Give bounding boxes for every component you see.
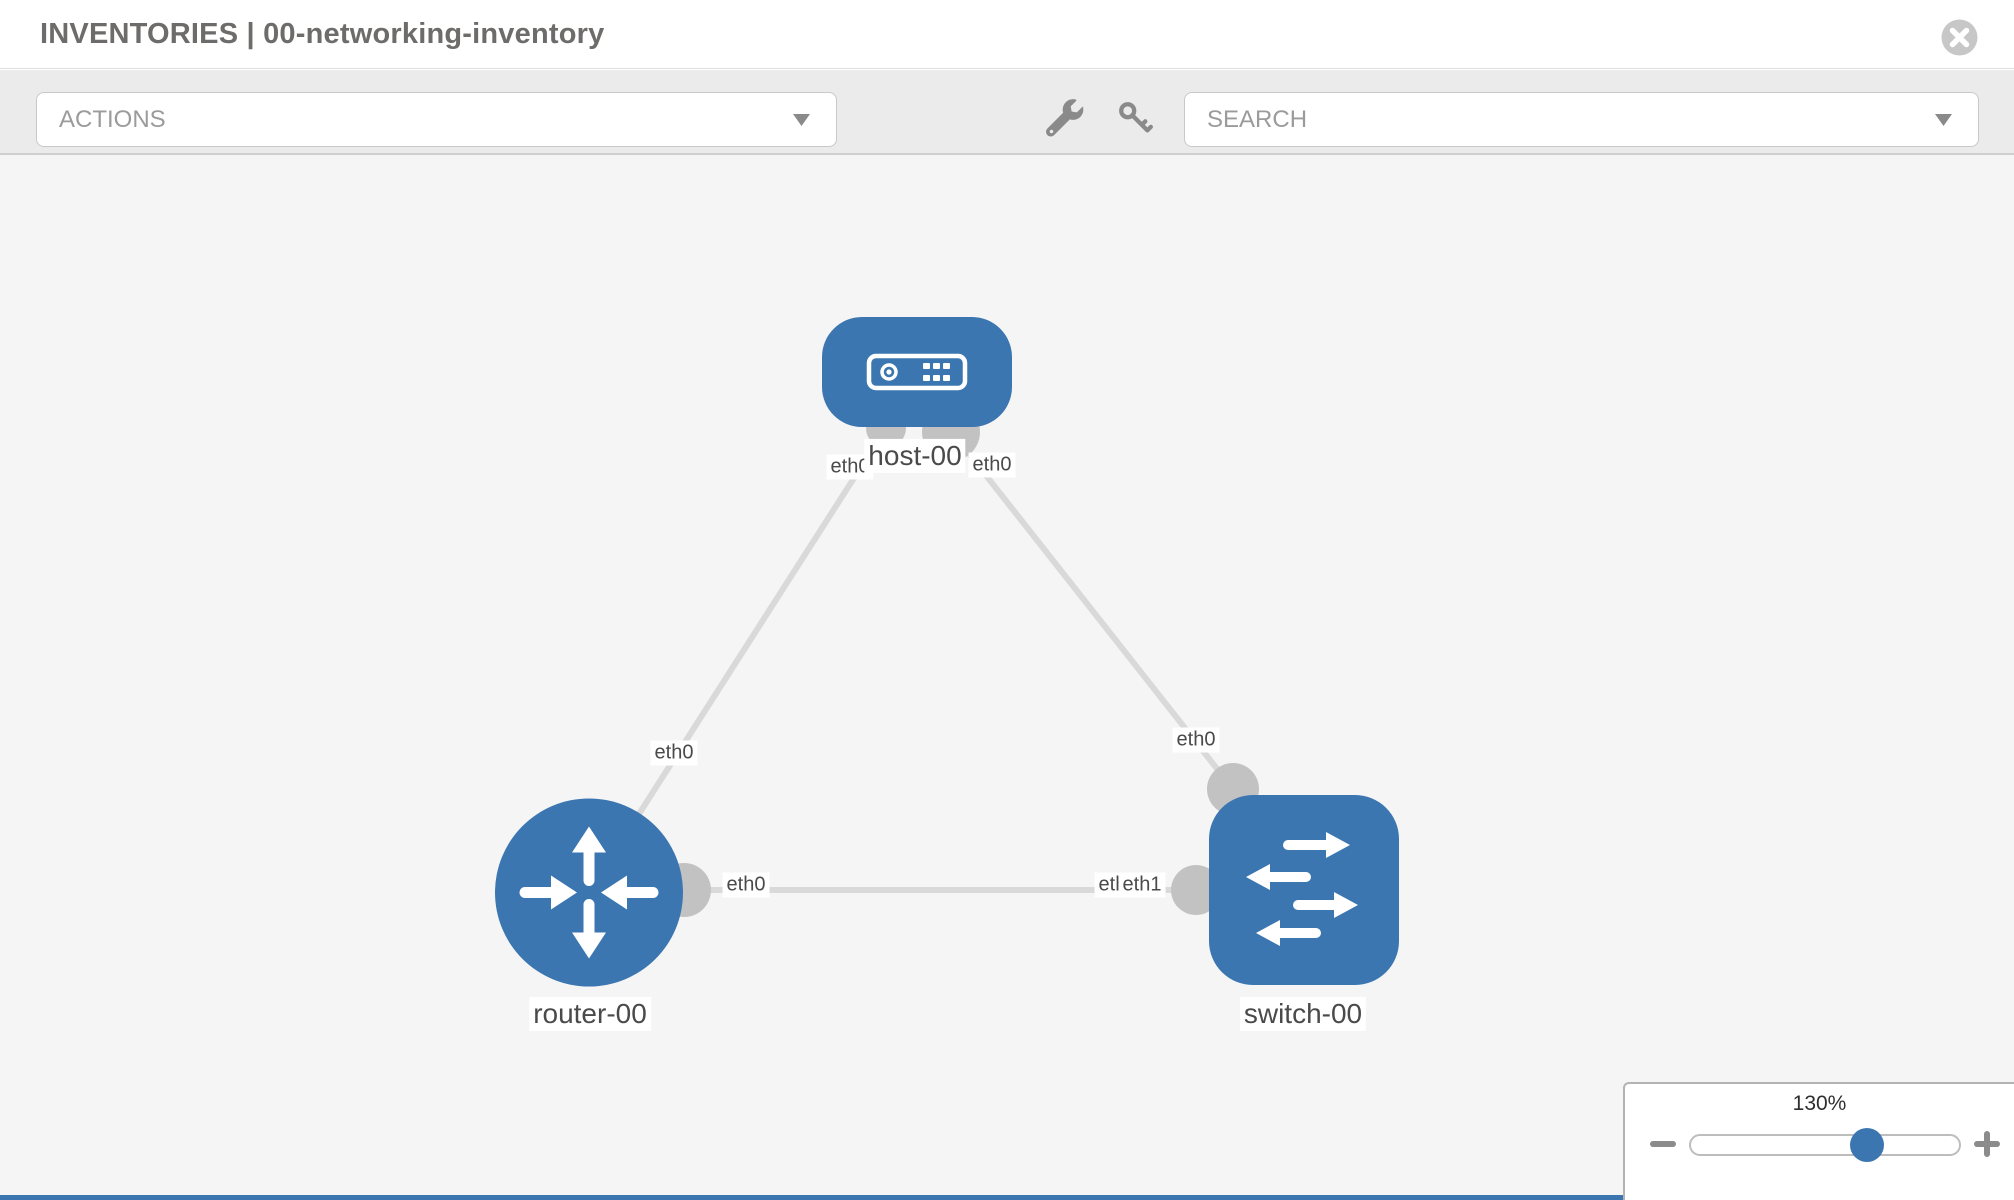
- configure-button[interactable]: [1046, 99, 1084, 137]
- node-label-switch: switch-00: [1239, 996, 1367, 1032]
- switch-icon: [1246, 832, 1358, 946]
- plus-icon: [1974, 1131, 2000, 1157]
- link-host-switch: [948, 429, 1258, 819]
- minus-icon: [1650, 1141, 1676, 1147]
- zoom-slider-thumb[interactable]: [1850, 1128, 1884, 1162]
- zoom-out-button[interactable]: [1649, 1130, 1677, 1163]
- zoom-panel: 130%: [1623, 1082, 2014, 1200]
- zoom-slider-track[interactable]: [1689, 1128, 1961, 1162]
- node-host-00[interactable]: [822, 317, 1012, 427]
- actions-dropdown[interactable]: ACTIONS: [36, 92, 837, 147]
- links: [586, 426, 1304, 894]
- host-icon: [866, 353, 968, 391]
- close-icon: [1941, 19, 1978, 56]
- node-label-host: host-00: [864, 438, 966, 474]
- topology-canvas[interactable]: eth0 host-00 eth0 eth0 eth0 eth0 eth1 et…: [0, 155, 2014, 1200]
- connector-switch-left: [1171, 865, 1221, 915]
- interface-label: eth1: [1118, 872, 1166, 898]
- zoom-level: 130%: [1792, 1092, 1847, 1115]
- chevron-down-icon: [793, 113, 810, 126]
- footer-strip: [0, 1195, 1623, 1200]
- wrench-icon: [1046, 99, 1084, 137]
- close-button[interactable]: [1941, 19, 1978, 56]
- interface-label: eth0: [650, 740, 698, 766]
- router-icon: [519, 826, 659, 959]
- interface-connectors: [657, 403, 1259, 917]
- node-label-router: router-00: [529, 996, 651, 1032]
- interface-label: eth0: [968, 452, 1016, 478]
- key-icon: [1119, 102, 1153, 133]
- credentials-button[interactable]: [1116, 99, 1154, 137]
- actions-dropdown-label: ACTIONS: [59, 105, 166, 133]
- interface-label: eth0: [722, 872, 770, 898]
- search-dropdown-label: SEARCH: [1207, 105, 1308, 133]
- search-dropdown[interactable]: SEARCH: [1184, 92, 1979, 147]
- chevron-down-icon: [1935, 113, 1952, 126]
- interface-label: eth0: [1172, 727, 1220, 753]
- header: INVENTORIES | 00-networking-inventory: [0, 0, 2014, 69]
- node-router-00[interactable]: [495, 798, 683, 987]
- page-title: INVENTORIES | 00-networking-inventory: [40, 17, 605, 50]
- zoom-in-button[interactable]: [1973, 1130, 2001, 1163]
- toolbar: ACTIONS SEARCH: [0, 70, 2014, 155]
- node-switch-00[interactable]: [1209, 795, 1399, 985]
